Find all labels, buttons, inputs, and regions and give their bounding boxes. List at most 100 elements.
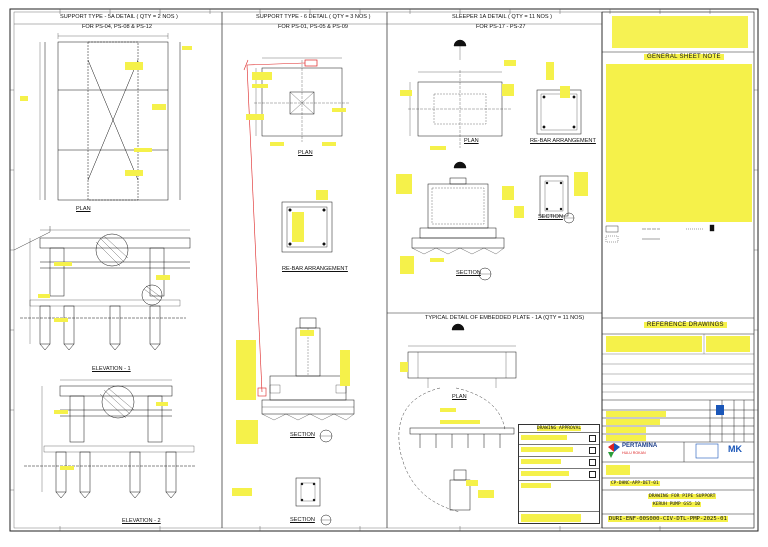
callout: [38, 294, 50, 298]
callout: [440, 420, 480, 424]
title-support-5a: SUPPORT TYPE - 5A DETAIL ( QTY = 2 NOS ): [60, 14, 178, 20]
company-name: PERTAMINA: [622, 443, 658, 449]
callout: [504, 60, 516, 66]
revision-row: [606, 411, 666, 417]
callout: [430, 258, 444, 262]
callout: [546, 62, 554, 80]
callout: [332, 108, 346, 112]
callout-stack: [236, 420, 258, 444]
callout: [440, 408, 456, 412]
callout-stack: [236, 340, 256, 400]
callout: [252, 72, 272, 80]
callout: [54, 410, 68, 414]
label-plan-plate: PLAN: [452, 394, 467, 400]
label-section-sleeper-c: SECTION: [538, 214, 563, 220]
title-embedded-plate: TYPICAL DETAIL OF EMBEDDED PLATE - 1A (Q…: [425, 315, 585, 321]
callout: [60, 466, 74, 470]
label-section-sleeper: SECTION: [456, 270, 481, 276]
label-rebar-6: RE-BAR ARRANGEMENT: [282, 266, 348, 272]
approval-checkbox[interactable]: [589, 435, 596, 442]
callout: [54, 318, 68, 322]
callout: [156, 402, 168, 406]
label-plan-6: PLAN: [298, 150, 313, 156]
label-rebar-sleeper: RE-BAR ARRANGEMENT: [530, 138, 596, 144]
callout: [514, 206, 524, 218]
callout: [156, 275, 170, 280]
callout: [478, 490, 494, 498]
callout: [252, 84, 268, 88]
callout-stack: [340, 350, 350, 386]
general-note-title: GENERAL SHEET NOTE: [644, 54, 724, 60]
label-plan-5a: PLAN: [76, 206, 91, 212]
pertamina-logo: [608, 443, 620, 458]
approval-checkbox[interactable]: [589, 459, 596, 466]
callout: [316, 190, 328, 200]
general-note-text: [606, 64, 752, 222]
callout: [292, 212, 304, 242]
border-grid: [10, 9, 758, 531]
approval-footer: [519, 512, 599, 523]
reference-text: [606, 336, 702, 352]
callout: [502, 84, 514, 96]
embedded-plate-plan: [407, 323, 517, 388]
support-5a-elevation-2: [24, 385, 196, 499]
label-elevation-1: ELEVATION - 1: [92, 366, 131, 372]
partner-logo: MK: [728, 444, 742, 454]
callout: [54, 262, 72, 266]
callout: [430, 146, 446, 150]
callout: [232, 488, 252, 496]
support-6-section-b: [295, 477, 321, 507]
support-5a-elevation-1: [20, 233, 191, 351]
approval-row: [519, 445, 599, 457]
contractor-logo: [695, 443, 719, 459]
drawing-approval-box: DRAWING APPROVAL: [518, 424, 600, 524]
callout: [400, 362, 408, 372]
drawing-title-1: DRAWING FOR PIPE SUPPORT: [648, 494, 717, 499]
callout-stack: [502, 186, 514, 200]
callout: [560, 86, 570, 98]
callout-stack: [574, 172, 588, 196]
reference-title: REFERENCE DRAWINGS: [644, 322, 727, 328]
client-logo-1: [716, 405, 724, 415]
approval-checkbox[interactable]: [589, 447, 596, 454]
callout-stack: [396, 174, 412, 194]
title-block: [601, 11, 755, 529]
document-number: DURI-ENF-00S000-CIV-DTL-PMP-2025-01: [608, 516, 728, 522]
callout: [246, 114, 264, 120]
company-sub: HULU ROKAN: [622, 451, 646, 455]
title-sleeper: SLEEPER 1A DETAIL ( QTY = 11 NOS ): [452, 14, 553, 20]
approval-row: [519, 433, 599, 445]
sleeper-section-c: [539, 175, 569, 217]
approval-checkbox[interactable]: [589, 471, 596, 478]
label-section-a: SECTION: [290, 432, 315, 438]
callout-stack: [400, 256, 414, 274]
label-section-b: SECTION: [290, 517, 315, 523]
embedded-plate-elevation: [409, 427, 515, 511]
callout: [134, 148, 152, 152]
approval-row: [519, 457, 599, 469]
callout: [20, 96, 28, 101]
header-note-block: [612, 16, 748, 48]
approval-title: DRAWING APPROVAL: [536, 426, 582, 431]
approval-signature: [519, 481, 599, 512]
callout: [400, 90, 412, 96]
callout: [466, 480, 478, 486]
sleeper-rebar: [536, 89, 582, 135]
note-legend: [605, 224, 715, 243]
support-6-section-a: [261, 317, 355, 421]
callout: [300, 330, 314, 336]
subtitle-sleeper: FOR PS-17 - PS-27: [476, 24, 526, 30]
title-support-6: SUPPORT TYPE - 6 DETAIL ( QTY = 3 NOS ): [256, 14, 371, 20]
sleeper-section-main: [411, 161, 505, 255]
project-label: [606, 465, 630, 475]
reference-text-2: [706, 336, 750, 352]
support-6-rebar: [281, 201, 333, 253]
revision-row: [606, 419, 660, 425]
revision-row: [606, 427, 646, 433]
support-6-plan: [254, 59, 350, 142]
subtitle-support-5a: FOR PS-04, PS-08 & PS-12: [82, 24, 152, 30]
callout: [182, 46, 192, 50]
label-elevation-2: ELEVATION - 2: [122, 518, 161, 524]
revision-row: [606, 435, 646, 441]
